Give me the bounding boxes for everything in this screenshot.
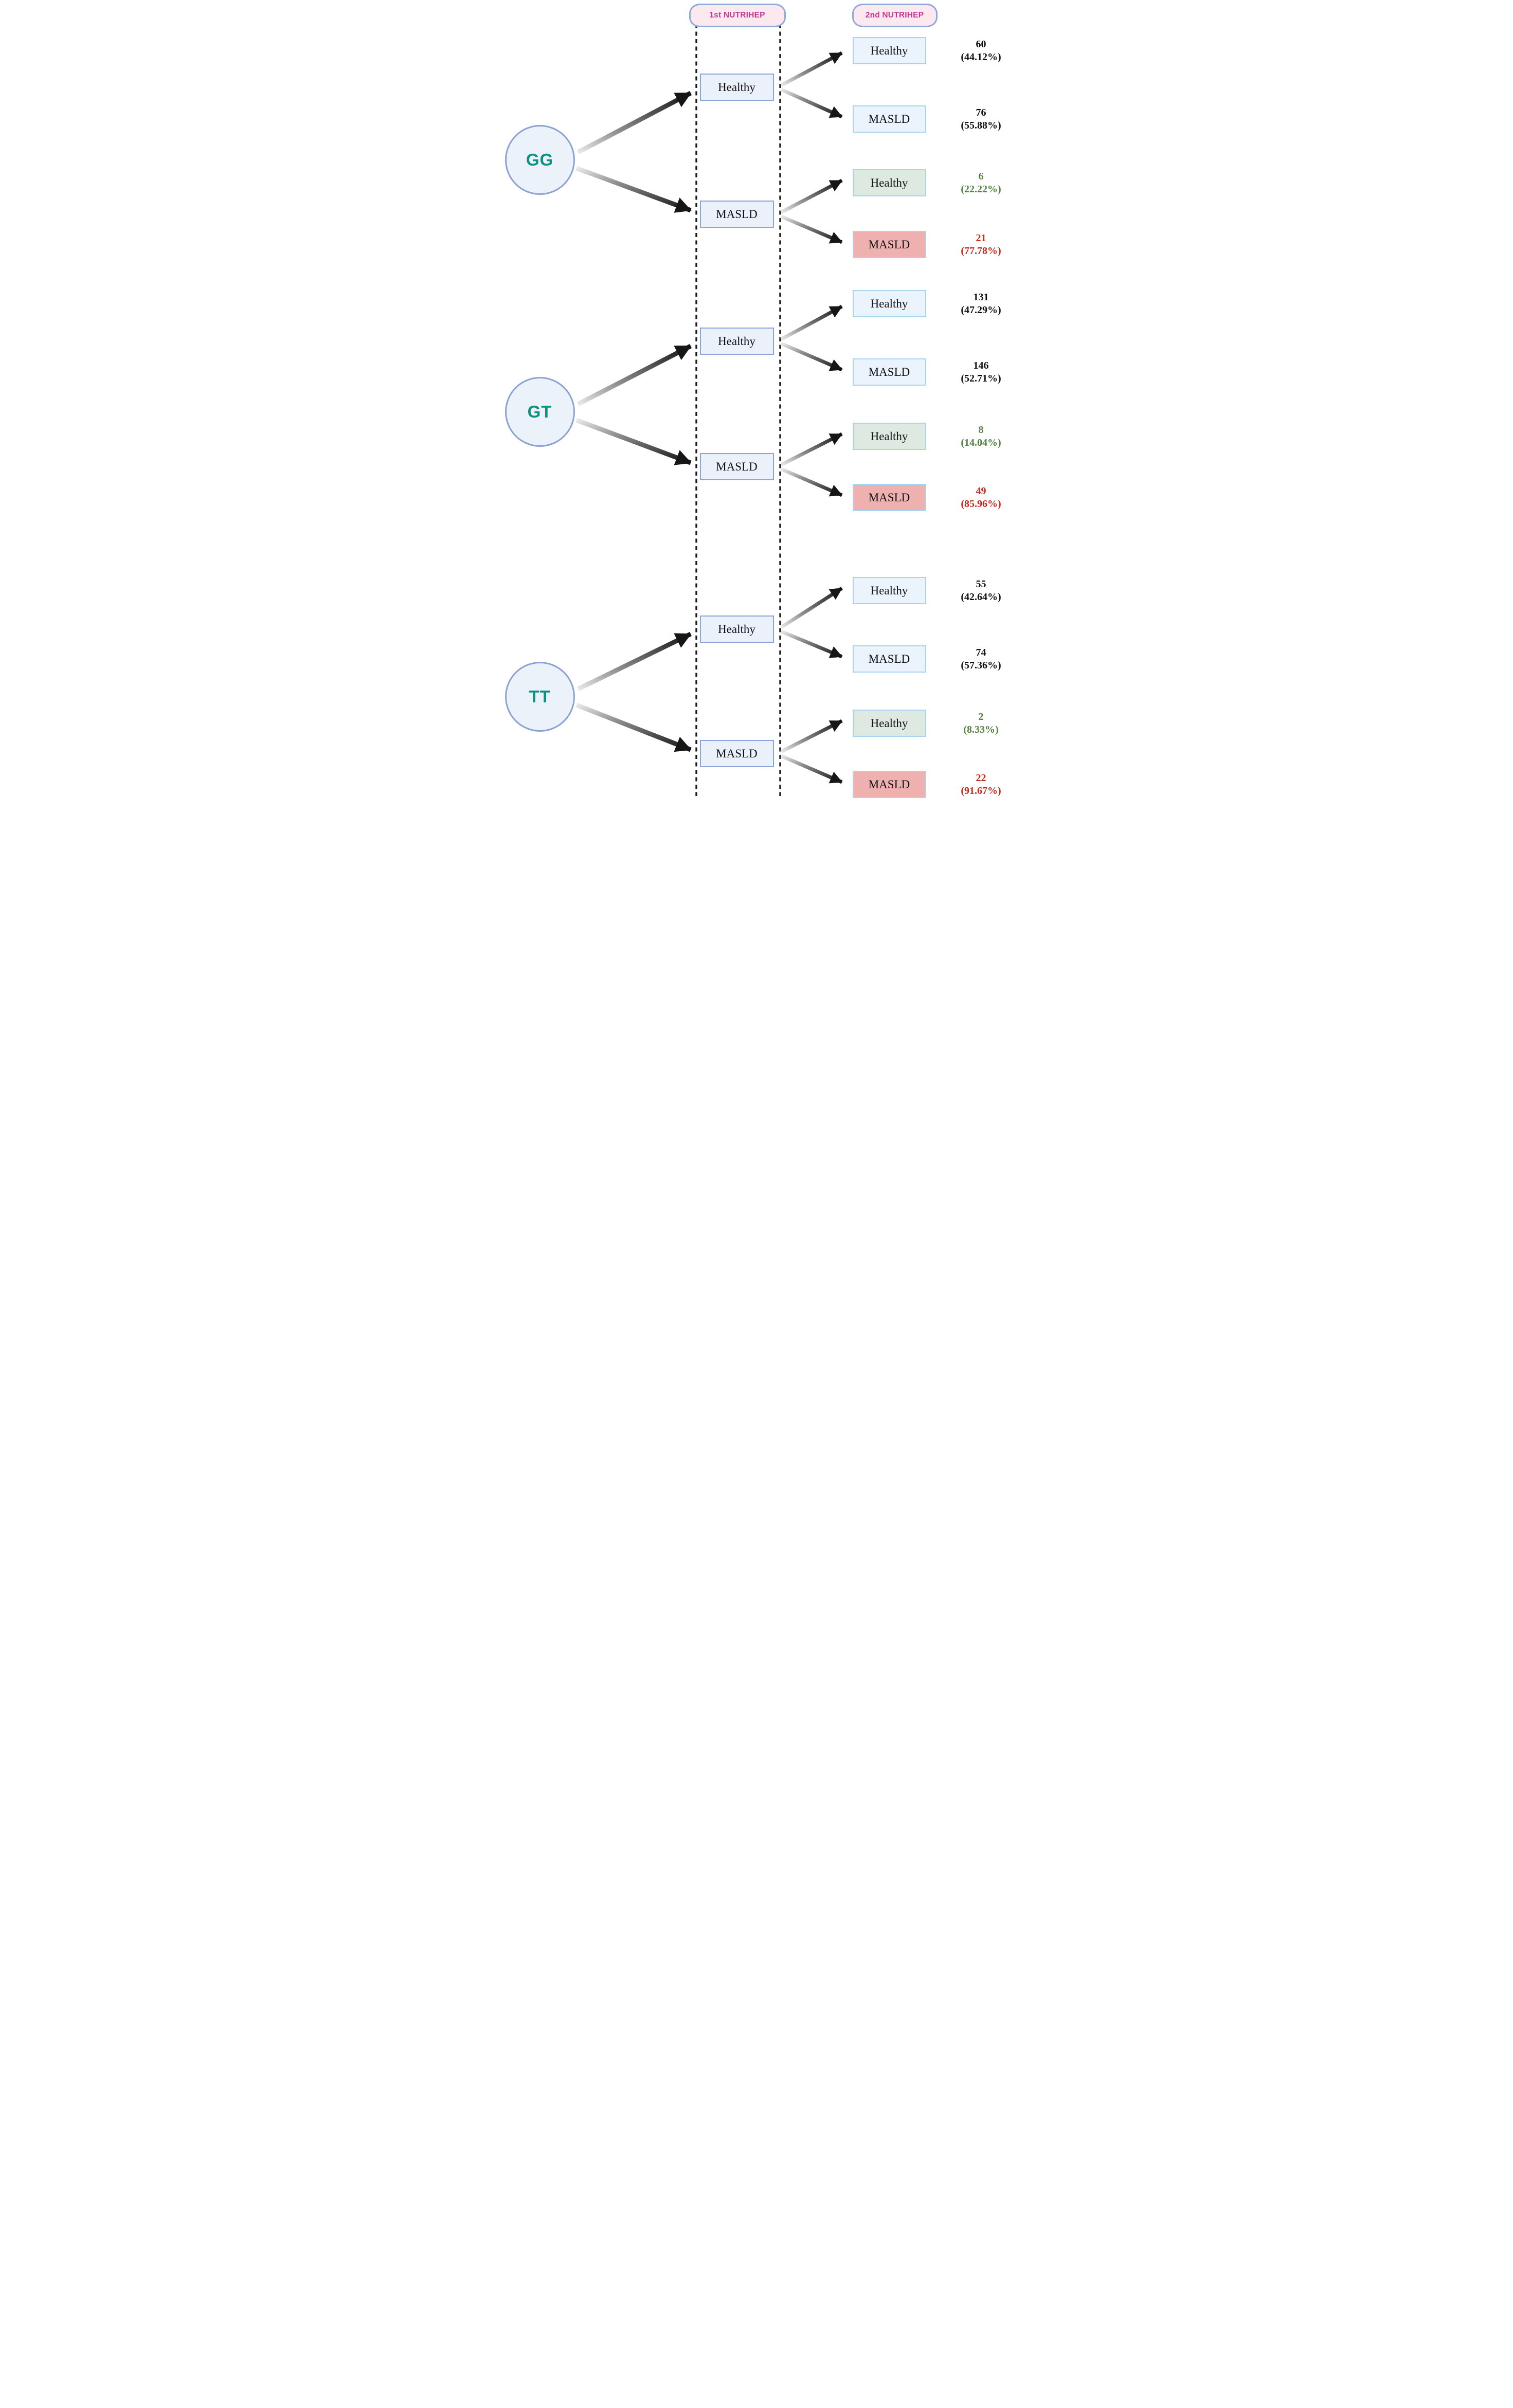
arrow-b5-r10: [780, 629, 842, 659]
outcome-percent: (8.33%): [963, 723, 999, 735]
outcome-label-gg-masld-healthy: 6 (22.22%): [943, 165, 1009, 201]
outcome-percent: (55.88%): [961, 119, 1001, 131]
outcome-count: 49: [976, 485, 986, 497]
outcome-label-gt-healthy-healthy: 131 (47.29%): [943, 286, 1009, 321]
outcome-percent: (85.96%): [961, 498, 1001, 510]
visit2-node-gg-masld-healthy: Healthy: [852, 169, 926, 196]
visit2-node-gt-healthy-healthy: Healthy: [852, 290, 926, 317]
visit2-node-gg-healthy-masld: MASLD: [852, 105, 926, 133]
visit1-node-tt-masld: MASLD: [699, 740, 774, 767]
column-header-2nd-nutrihep: 2nd NUTRIHEP: [852, 4, 938, 27]
genotype-node-tt: TT: [505, 662, 575, 732]
outcome-label-tt-masld-healthy: 2 (8.33%): [943, 705, 1009, 741]
outcome-percent: (14.04%): [961, 437, 1001, 448]
visit1-node-gg-masld: MASLD: [699, 201, 774, 228]
arrow-b5-r9: [780, 587, 843, 629]
visit2-node-tt-healthy-healthy: Healthy: [852, 577, 926, 604]
outcome-label-gg-healthy-masld: 76 (55.88%): [943, 101, 1009, 137]
arrow-b6-r11: [780, 719, 843, 754]
outcome-percent: (22.22%): [961, 183, 1001, 195]
outcome-label-gt-masld-healthy: 8 (14.04%): [943, 419, 1009, 454]
genotype-node-gt: GT: [505, 377, 575, 447]
outcome-count: 8: [978, 424, 984, 436]
outcome-label-gt-masld-masld: 49 (85.96%): [943, 480, 1009, 515]
arrow-gt-masld: [575, 418, 692, 465]
outcome-percent: (42.64%): [961, 591, 1001, 603]
outcome-percent: (91.67%): [961, 785, 1001, 796]
visit2-node-tt-healthy-masld: MASLD: [852, 645, 926, 673]
arrow-b3-r5: [780, 304, 843, 341]
outcome-count: 74: [976, 646, 986, 658]
outcome-percent: (44.12%): [961, 51, 1001, 63]
visit1-node-gt-healthy: Healthy: [699, 328, 774, 355]
arrow-tt-masld: [575, 702, 692, 752]
arrow-b6-r12: [780, 754, 842, 784]
outcome-count: 146: [973, 359, 989, 371]
arrow-b2-r3: [780, 178, 843, 214]
visit1-node-gg-healthy: Healthy: [699, 74, 774, 101]
arrow-tt-healthy: [577, 631, 692, 692]
outcome-count: 22: [976, 772, 986, 784]
outcome-label-gt-healthy-masld: 146 (52.71%): [943, 354, 1009, 390]
arrow-gt-healthy: [577, 344, 692, 406]
outcome-label-gg-healthy-healthy: 60 (44.12%): [943, 33, 1009, 68]
outcome-count: 55: [976, 578, 986, 590]
arrow-gg-masld: [575, 166, 692, 213]
outcome-count: 76: [976, 106, 986, 118]
genotype-node-gg: GG: [505, 125, 575, 195]
visit2-node-tt-masld-healthy: Healthy: [852, 710, 926, 737]
outcome-percent: (47.29%): [961, 304, 1001, 316]
outcome-percent: (77.78%): [961, 245, 1001, 257]
visit2-node-gt-masld-healthy: Healthy: [852, 423, 926, 450]
outcome-label-gg-masld-masld: 21 (77.78%): [943, 227, 1009, 262]
nutrihep-transition-diagram: 1st NUTRIHEP 2nd NUTRIHEP GG GT TT Healt…: [504, 0, 1009, 803]
arrow-b4-r8: [780, 467, 842, 497]
connector-layer: [575, 24, 843, 796]
outcome-label-tt-healthy-healthy: 55 (42.64%): [943, 573, 1009, 608]
outcome-count: 6: [978, 170, 984, 182]
arrow-gg-healthy: [577, 91, 692, 154]
visit2-node-gg-masld-masld: MASLD: [852, 231, 926, 258]
visit1-node-gt-masld: MASLD: [699, 453, 774, 480]
visit2-node-tt-masld-masld: MASLD: [852, 771, 926, 798]
outcome-count: 131: [973, 291, 989, 303]
arrow-b1-r2: [780, 87, 842, 119]
visit1-node-tt-healthy: Healthy: [699, 615, 774, 643]
arrow-b3-r6: [780, 341, 842, 372]
outcome-percent: (52.71%): [961, 372, 1001, 384]
visit2-node-gt-masld-masld: MASLD: [852, 484, 926, 511]
arrow-b2-r4: [780, 214, 842, 244]
column-header-1st-nutrihep: 1st NUTRIHEP: [689, 4, 786, 27]
arrow-b1-r1: [780, 51, 843, 87]
outcome-label-tt-masld-masld: 22 (91.67%): [943, 767, 1009, 802]
outcome-label-tt-healthy-masld: 74 (57.36%): [943, 641, 1009, 677]
visit2-node-gg-healthy-healthy: Healthy: [852, 37, 926, 64]
outcome-count: 60: [976, 38, 986, 50]
outcome-count: 2: [978, 711, 984, 722]
visit2-node-gt-healthy-masld: MASLD: [852, 358, 926, 386]
outcome-percent: (57.36%): [961, 659, 1001, 671]
arrow-b4-r7: [780, 432, 843, 467]
outcome-count: 21: [976, 232, 986, 244]
